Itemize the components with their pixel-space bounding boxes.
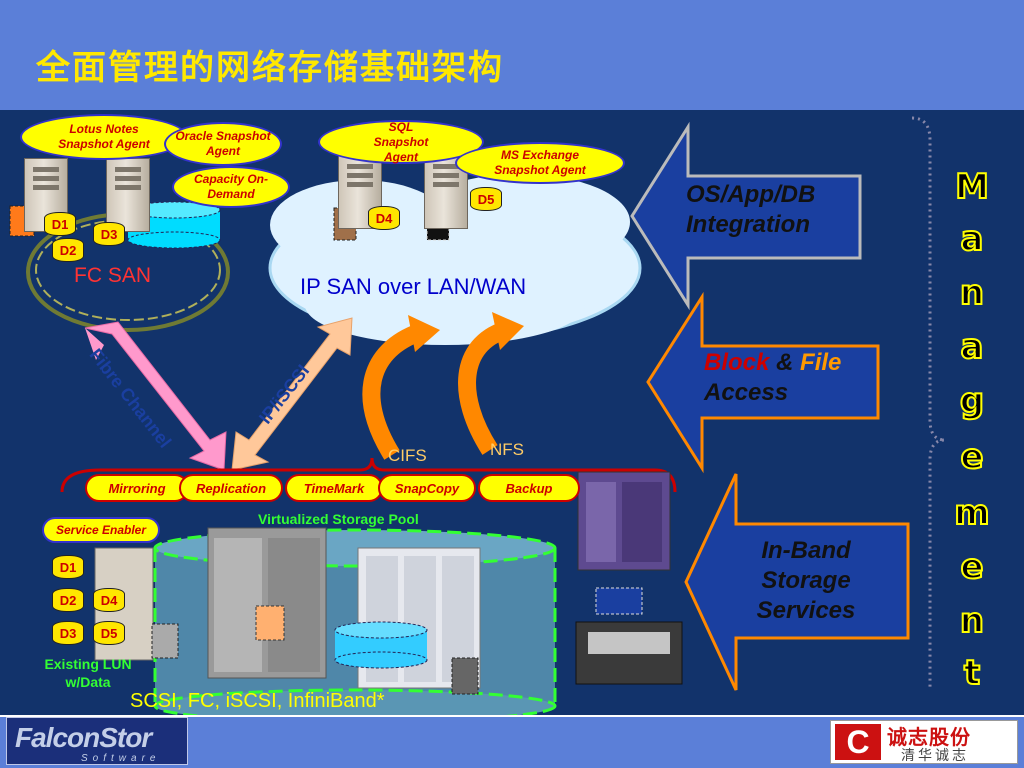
lotus-notes-agent: Lotus Notes Snapshot Agent bbox=[20, 114, 188, 160]
os-app-db-text: OS/App/DB Integration bbox=[686, 181, 816, 238]
management-letter: a bbox=[960, 219, 985, 259]
ip-san-label: IP SAN over LAN/WAN bbox=[300, 274, 527, 299]
service-enabler: Service Enabler bbox=[42, 517, 160, 543]
management-letter: e bbox=[959, 547, 984, 587]
server-sql bbox=[338, 155, 382, 229]
ms-exchange-agent: MS Exchange Snapshot Agent bbox=[455, 142, 625, 184]
block-word: Block bbox=[704, 349, 770, 376]
ip-san-cloud bbox=[268, 174, 642, 345]
tape-library bbox=[577, 471, 671, 571]
chengzhi-logo: C 诚志股份 清华诚志 bbox=[830, 720, 1018, 764]
service-replication: Replication bbox=[179, 474, 283, 502]
falconstor-wordmark: FalconStor bbox=[15, 722, 152, 753]
existing-lun-label: Existing LUN w/Data bbox=[44, 656, 132, 690]
title-bar: 全面管理的网络存储基础架构 bbox=[0, 0, 1024, 110]
amp-word: & bbox=[776, 349, 794, 376]
management-letter: g bbox=[959, 381, 985, 421]
footer-divider bbox=[0, 715, 1024, 717]
service-mirroring: Mirroring bbox=[85, 474, 189, 502]
services-bracket bbox=[60, 457, 677, 493]
management-letter: n bbox=[959, 273, 985, 313]
management-letter: a bbox=[960, 327, 985, 367]
disk-d5-top: D5 bbox=[470, 187, 502, 211]
service-snapcopy: SnapCopy bbox=[378, 474, 476, 502]
management-bracket bbox=[911, 116, 946, 690]
server-oracle bbox=[106, 158, 150, 232]
disk-d3-top: D3 bbox=[93, 222, 125, 246]
disk-d4-bottom: D4 bbox=[93, 588, 125, 612]
chengzhi-subname: 清华诚志 bbox=[901, 748, 969, 764]
block-file-text: Block & File Access bbox=[704, 348, 874, 408]
disk-d1-bottom: D1 bbox=[52, 555, 84, 579]
page-title: 全面管理的网络存储基础架构 bbox=[36, 48, 504, 88]
cifs-label: CIFS bbox=[388, 446, 427, 465]
disk-array-unit bbox=[575, 621, 683, 685]
falconstor-software: Software bbox=[81, 753, 161, 764]
management-letter: m bbox=[953, 493, 990, 533]
existing-lun-volume bbox=[151, 623, 179, 659]
pool-volume-gray bbox=[451, 657, 479, 695]
pool-volume-cyan bbox=[334, 621, 428, 669]
nfs-label: NFS bbox=[490, 440, 524, 459]
protocols-label: SCSI, FC, iSCSI, InfiniBand* bbox=[130, 690, 385, 712]
disk-d1-top: D1 bbox=[44, 212, 76, 236]
service-backup: Backup bbox=[478, 474, 580, 502]
management-letter: t bbox=[963, 653, 981, 693]
inband-arrow bbox=[684, 473, 910, 691]
management-letter: M bbox=[954, 167, 990, 207]
cifs-arrow bbox=[362, 323, 424, 460]
pool-volume-orange bbox=[255, 605, 285, 641]
access-word: Access bbox=[704, 379, 789, 406]
file-word: File bbox=[800, 349, 842, 376]
oracle-agent: Oracle Snapshot Agent bbox=[164, 122, 282, 166]
tape-library-volume bbox=[595, 587, 643, 615]
falconstor-logo: FalconStor Software bbox=[6, 717, 188, 765]
disk-d3-bottom: D3 bbox=[52, 621, 84, 645]
nfs-arrow bbox=[458, 321, 509, 455]
disk-d2-bottom: D2 bbox=[52, 588, 84, 612]
management-letter: e bbox=[959, 437, 984, 477]
disk-d5-bottom: D5 bbox=[93, 621, 125, 645]
sql-snapshot-agent: SQL Snapshot Agent bbox=[318, 120, 484, 164]
os-app-db-arrow bbox=[630, 121, 862, 311]
chengzhi-name: 诚志股份 bbox=[887, 725, 971, 749]
disk-d2-top: D2 bbox=[52, 238, 84, 262]
storage-cabinet-left bbox=[207, 527, 327, 679]
chengzhi-mark-icon: C bbox=[835, 724, 881, 760]
block-file-arrow bbox=[646, 291, 880, 474]
inband-text: In-Band Storage Services bbox=[756, 537, 856, 624]
service-timemark: TimeMark bbox=[285, 474, 383, 502]
capacity-on-demand: Capacity On-Demand bbox=[172, 166, 290, 208]
virtualized-pool-label: Virtualized Storage Pool bbox=[258, 511, 419, 527]
fc-san-label: FC SAN bbox=[74, 264, 152, 287]
disk-d4-top: D4 bbox=[368, 206, 400, 230]
management-letter: n bbox=[959, 601, 985, 641]
